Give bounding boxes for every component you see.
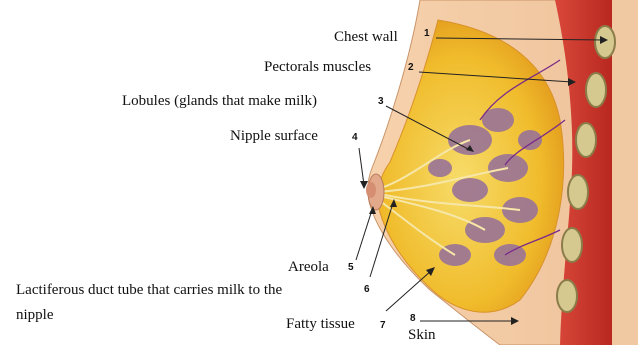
number-nipple-surface: 4 bbox=[352, 132, 358, 144]
label-lactiferous-duct-line2: nipple bbox=[16, 307, 54, 324]
number-fatty-tissue: 7 bbox=[380, 320, 386, 332]
label-lactiferous-duct: Lactiferous duct tube that carries milk … bbox=[16, 282, 282, 299]
label-fatty-tissue: Fatty tissue bbox=[286, 316, 355, 333]
nipple-shape bbox=[366, 182, 376, 198]
number-lobules: 3 bbox=[378, 96, 384, 108]
number-areola: 5 bbox=[348, 262, 354, 274]
label-nipple-surface: Nipple surface bbox=[230, 128, 318, 145]
number-chest-wall: 1 bbox=[424, 28, 430, 40]
label-chest-wall: Chest wall bbox=[334, 29, 398, 46]
number-skin: 8 bbox=[410, 313, 416, 325]
number-pectorals-muscles: 2 bbox=[408, 62, 414, 74]
label-lobules: Lobules (glands that make milk) bbox=[122, 93, 317, 110]
label-areola: Areola bbox=[288, 259, 329, 276]
label-pectorals-muscles: Pectorals muscles bbox=[264, 59, 371, 76]
label-skin: Skin bbox=[408, 327, 436, 344]
number-lactiferous-duct: 6 bbox=[364, 284, 370, 296]
